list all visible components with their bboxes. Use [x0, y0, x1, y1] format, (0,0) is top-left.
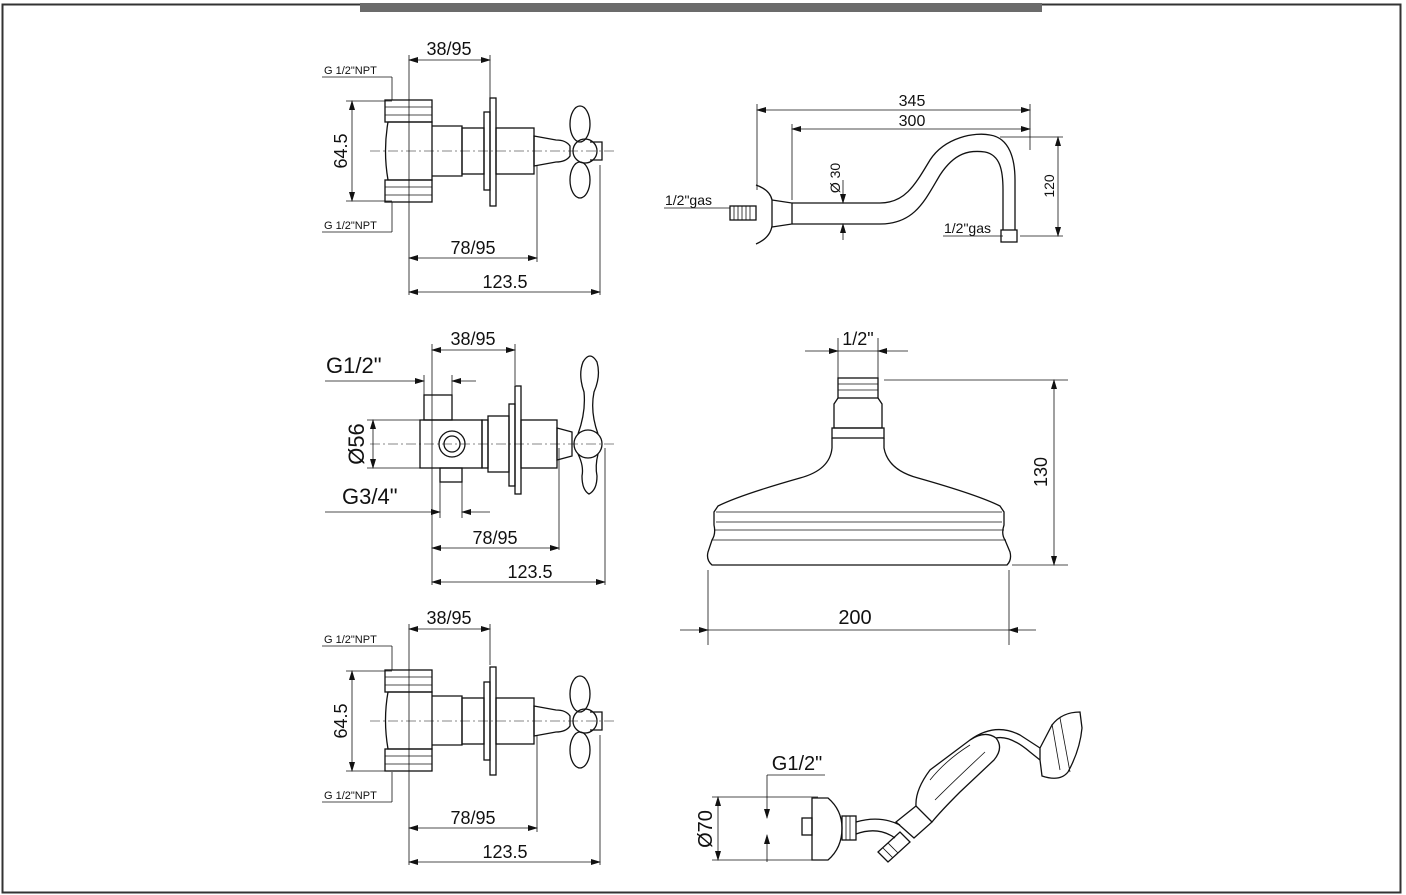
valve-bottom-depth-bottom-label: 78/95: [450, 808, 495, 828]
valve-top-depth-top-label: 38/95: [426, 39, 471, 59]
diverter-mid: [325, 344, 615, 585]
valve-top-height-label: 64.5: [331, 133, 351, 168]
arm-total-length-label: 345: [899, 93, 926, 110]
sheet-border: [1, 3, 1402, 894]
valve-bottom-total-label: 123.5: [482, 842, 527, 862]
arm-height-label: 120: [1041, 174, 1057, 198]
valve-top: [322, 55, 615, 295]
arm-diameter-label: Ø 30: [827, 163, 843, 194]
diverter-diameter-label: Ø56: [344, 423, 369, 465]
top-bar: [360, 3, 1042, 12]
diverter-thread-out-label: G3/4": [342, 484, 398, 509]
valve-top-depth-bottom-label: 78/95: [450, 238, 495, 258]
hand-shower: [712, 711, 1083, 863]
valve-bottom-depth-top-label: 38/95: [426, 608, 471, 628]
head-thread-label: 1/2": [842, 329, 873, 349]
arm-thread-wall-label: 1/2"gas: [665, 192, 712, 208]
diverter-thread-in-label: G1/2": [326, 353, 382, 378]
valve-bottom-thread-top-label: G 1/2"NPT: [324, 634, 377, 646]
valve-bottom: [322, 624, 615, 865]
valve-top-thread-bottom-label: G 1/2"NPT: [324, 220, 377, 232]
hand-shower-thread-label: G1/2": [772, 753, 822, 775]
diverter-depth-bottom-label: 78/95: [472, 528, 517, 548]
arm-thread-outlet-label: 1/2"gas: [944, 220, 991, 236]
diverter-total-label: 123.5: [507, 562, 552, 582]
arm-length-label: 300: [899, 113, 926, 130]
head-height-label: 130: [1031, 457, 1051, 487]
head-width-label: 200: [838, 607, 871, 629]
shower-head: [680, 338, 1068, 645]
valve-bottom-thread-bottom-label: G 1/2"NPT: [324, 790, 377, 802]
valve-top-total-label: 123.5: [482, 272, 527, 292]
hand-shower-diameter-label: Ø70: [695, 810, 717, 848]
valve-top-thread-top-label: G 1/2"NPT: [324, 65, 377, 77]
diverter-depth-top-label: 38/95: [450, 329, 495, 349]
shower-arm: [664, 104, 1063, 245]
valve-bottom-height-label: 64.5: [331, 703, 351, 738]
